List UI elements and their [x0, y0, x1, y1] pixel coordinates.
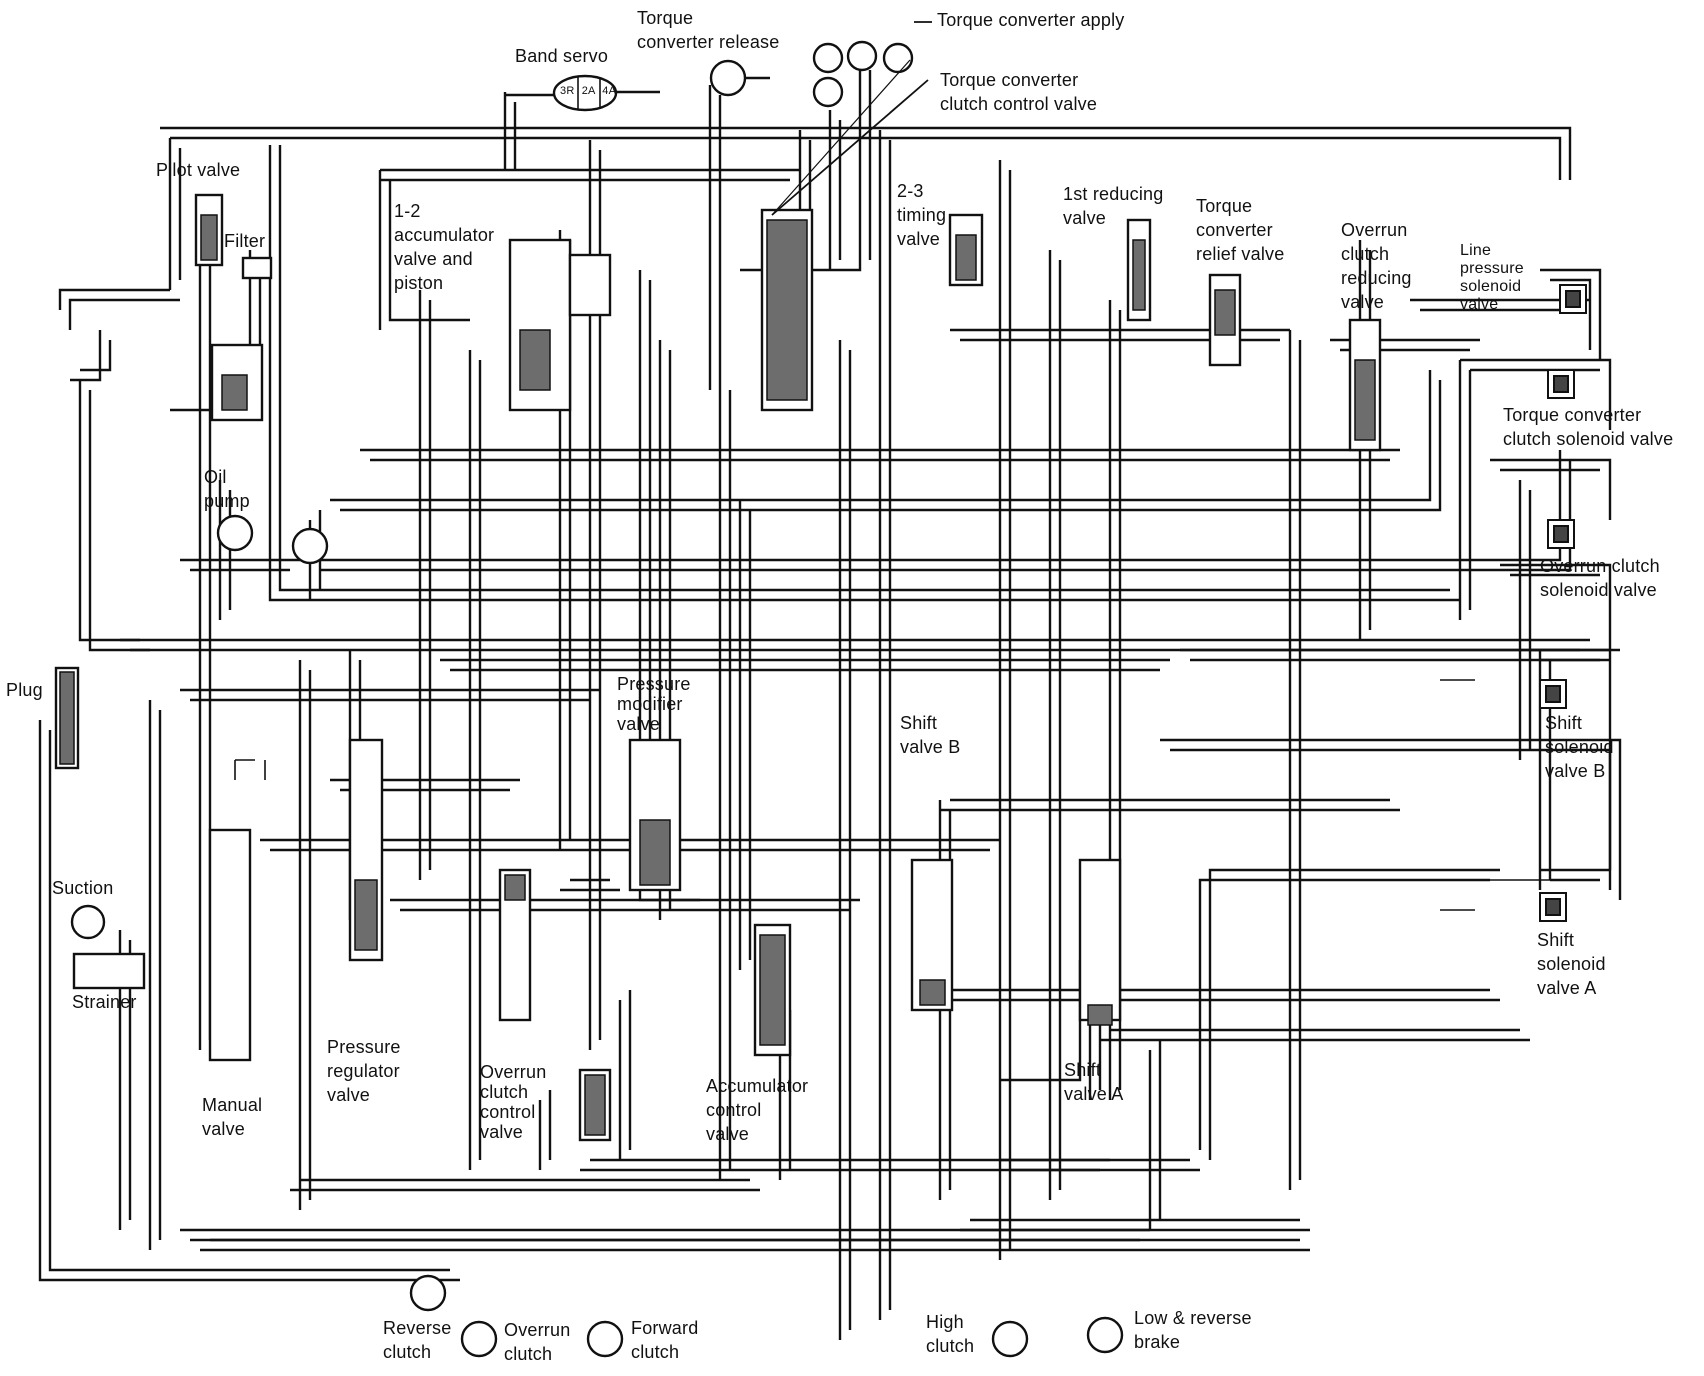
pilot-accumulator [210, 343, 264, 422]
label-suction: Suction [52, 878, 114, 898]
hydraulic-lines [38, 60, 1622, 1340]
label-overrun-clutch-reducing-valve: Overrun clutch reducing valve [1341, 220, 1412, 312]
plug-valve [54, 666, 80, 770]
shift-valve-b-body [910, 858, 954, 1012]
first-reducing-valve-body [1126, 218, 1152, 322]
strainer-box [72, 952, 146, 990]
torque-converter-apply-port-4 [812, 76, 844, 108]
torque-converter-apply-port-3 [882, 42, 914, 74]
shift-solenoid-b [1539, 679, 1567, 709]
auxiliary-lines [234, 679, 1560, 911]
accumulator-1-2 [508, 238, 572, 412]
overrun-clutch-control-valve-body [498, 868, 532, 1022]
shift-solenoid-a [1539, 892, 1567, 922]
reverse-clutch-port [409, 1274, 447, 1312]
overrun-clutch-reducing-valve-body [1348, 318, 1382, 452]
label-torque-converter-apply: Torque converter apply [937, 10, 1125, 30]
torque-converter-clutch-solenoid [1547, 369, 1575, 399]
label-torque-converter-release: Torque converter release [637, 8, 780, 52]
band-servo [552, 74, 618, 112]
accumulator-control-valve-body [753, 923, 792, 1057]
pressure-modifier-valve-body [628, 738, 682, 892]
forward-clutch-accumulator-body [578, 1068, 612, 1142]
pump-pressure-port [291, 527, 329, 565]
label-accumulator-1-2: 1-2 accumulator valve and piston [394, 201, 495, 293]
overrun-clutch-port [460, 1320, 498, 1358]
torque-converter-apply-port-2 [846, 40, 878, 72]
leader-lines [771, 21, 932, 216]
torque-converter-relief-valve-body [1208, 273, 1242, 367]
label-torque-converter-clutch-solenoid-valve: Torque converter clutch solenoid valve [1503, 405, 1674, 449]
overrun-clutch-solenoid [1547, 519, 1575, 549]
label-overrun-clutch-control-valve: Overrun clutch control valve [480, 1062, 547, 1142]
pilot-valve [194, 193, 224, 267]
suction-port [70, 904, 106, 940]
timing-valve-2-3-body [948, 213, 984, 287]
label-torque-converter-relief-valve: Torque converter relief valve [1196, 196, 1285, 264]
forward-clutch-port [586, 1320, 624, 1358]
label-overrun-clutch: Overrun clutch [504, 1320, 571, 1364]
torque-converter-release-port [709, 59, 747, 97]
label-reverse-clutch: Reverse clutch [383, 1318, 452, 1362]
label-plug: Plug [6, 680, 43, 700]
high-clutch-port [991, 1320, 1029, 1358]
label-shift-valve-b: Shift valve B [900, 713, 961, 757]
label-high-clutch: High clutch [926, 1312, 975, 1356]
torque-converter-clutch-control-valve-body [760, 208, 814, 412]
band-servo-port-labels: 3R 2A 4A [560, 85, 617, 97]
label-timing-valve-2-3: 2-3 timing valve [897, 181, 947, 249]
pressure-regulator-valve-body [348, 738, 384, 962]
label-oil-pump: Oil pump [204, 467, 250, 511]
label-shift-valve-a: Shift valve A [1064, 1060, 1124, 1104]
label-line-pressure-solenoid-valve: Line pressure solenoid valve [1460, 242, 1524, 313]
filter-block [241, 256, 273, 280]
label-pilot-valve: Pilot valve [156, 160, 241, 180]
low-reverse-brake-port [1086, 1316, 1124, 1354]
label-torque-converter-clutch-control-valve: Torque converter clutch control valve [940, 70, 1098, 114]
solenoid-valves [1539, 284, 1587, 922]
label-forward-clutch: Forward clutch [631, 1318, 699, 1362]
label-band-servo: Band servo [515, 46, 609, 66]
label-shift-solenoid-valve-b: Shift solenoid valve B [1545, 713, 1614, 781]
band-servo-accumulator-body [568, 253, 612, 317]
label-first-reducing-valve: 1st reducing valve [1063, 184, 1164, 228]
label-manual-valve: Manual valve [202, 1095, 263, 1139]
label-shift-solenoid-valve-a: Shift solenoid valve A [1537, 930, 1606, 998]
label-pressure-regulator-valve: Pressure regulator valve [327, 1037, 401, 1105]
manual-valve-body [208, 828, 252, 1062]
label-low-reverse-brake: Low & reverse brake [1134, 1308, 1252, 1352]
ports [70, 40, 1124, 1358]
label-strainer: Strainer [72, 992, 137, 1012]
label-overrun-clutch-solenoid-valve: Overrun clutch solenoid valve [1540, 556, 1660, 600]
torque-converter-apply-port-1 [812, 42, 844, 74]
valves [54, 193, 1382, 1142]
shift-valve-a-body [1078, 858, 1122, 1026]
oil-pump-port [216, 514, 254, 552]
label-accumulator-control-valve: Accumulator control valve [706, 1076, 809, 1144]
label-pressure-modifier-valve: Pressure modifier valve [617, 674, 691, 734]
label-filter: Filter [224, 231, 266, 251]
line-pressure-solenoid [1559, 284, 1587, 314]
